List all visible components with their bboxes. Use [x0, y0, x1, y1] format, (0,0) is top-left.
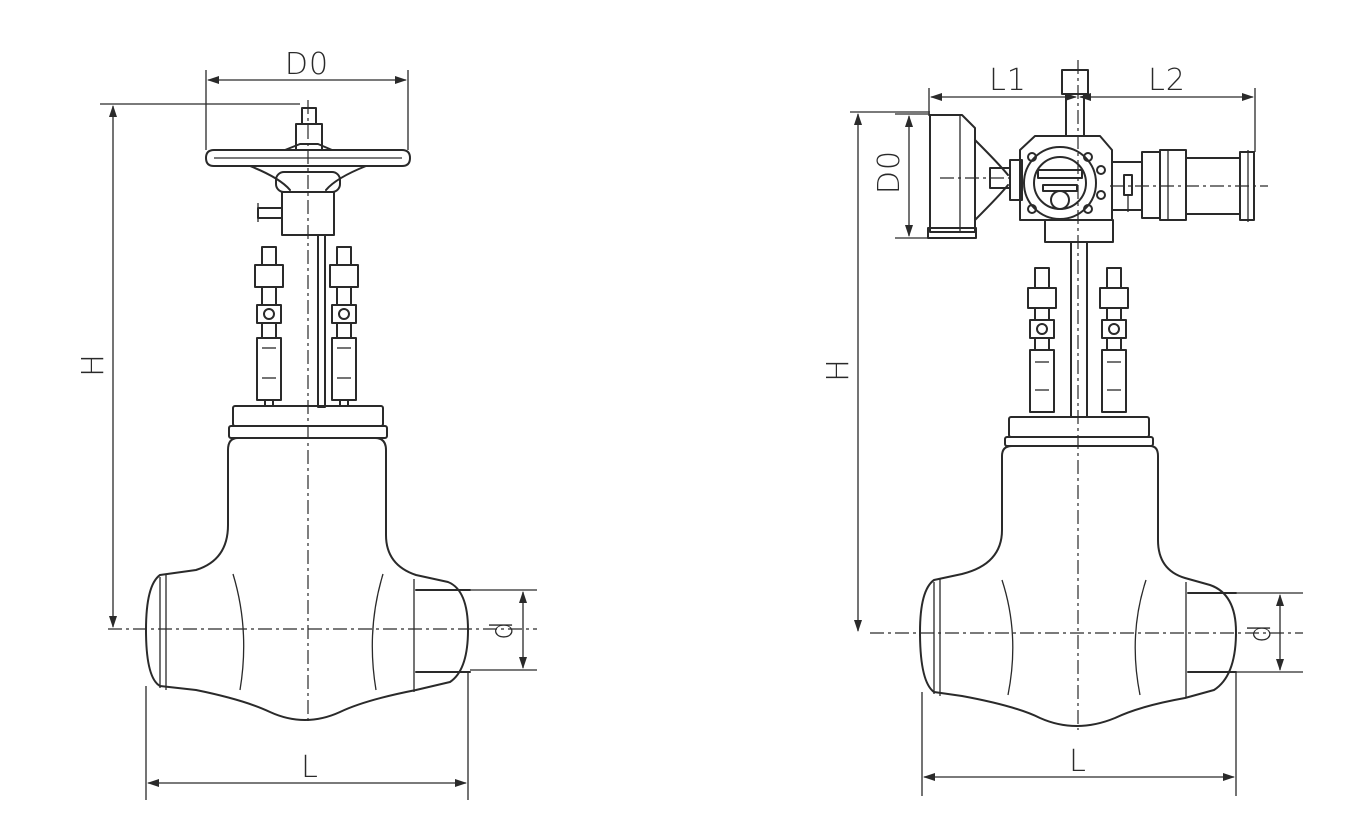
electric-valve-yoke	[1027, 241, 1129, 418]
manual-l-label: L	[301, 750, 319, 785]
electric-l-label: L	[1069, 744, 1087, 779]
manual-h-label: H	[76, 353, 111, 377]
manual-dim-h: H	[76, 103, 300, 628]
manual-dim-l: L	[145, 672, 469, 800]
electric-dim-d: d	[1236, 592, 1303, 673]
electric-l2-label: L2	[1148, 63, 1186, 98]
electric-l1-label: L1	[989, 63, 1027, 98]
electric-dim-l1-l2: L1 L2	[928, 63, 1256, 152]
manual-dim-d0: D0	[205, 47, 409, 150]
manual-d0-label: D0	[285, 47, 329, 82]
manual-valve-body	[145, 437, 471, 721]
electric-valve: L1 L2 D0 H L d	[821, 60, 1303, 796]
manual-valve: D0 H L d	[76, 47, 537, 800]
electric-actuator	[927, 69, 1255, 243]
electric-valve-bonnet	[1004, 416, 1154, 447]
manual-dim-d: d	[470, 589, 537, 671]
electric-dim-l: L	[921, 672, 1237, 796]
manual-d-label: d	[485, 620, 520, 640]
electric-d-label: d	[1243, 623, 1278, 643]
electric-d0-label: D0	[872, 150, 907, 194]
manual-valve-hub	[249, 165, 367, 236]
manual-valve-yoke	[254, 234, 359, 408]
electric-valve-body	[919, 445, 1237, 727]
electric-dim-d0: D0	[872, 113, 930, 239]
electric-dim-h: H	[821, 111, 930, 632]
electric-h-label: H	[821, 358, 856, 382]
